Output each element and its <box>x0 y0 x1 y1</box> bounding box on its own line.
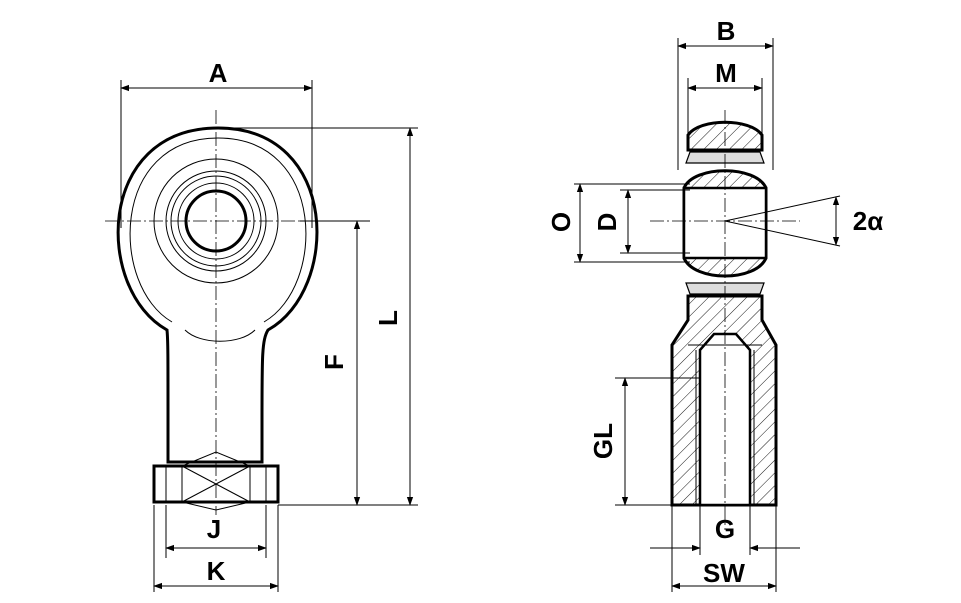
label-j: J <box>207 514 221 544</box>
label-a: A <box>209 58 228 88</box>
hex-nut <box>152 464 280 504</box>
label-d: D <box>592 213 622 232</box>
side-section-view: B M O D 2α GL G SW <box>546 16 883 592</box>
angle-ray-top <box>724 195 841 222</box>
front-view: A L F J K <box>105 58 418 592</box>
neck-curve <box>184 329 256 342</box>
label-angle: 2α <box>853 206 883 236</box>
label-b: B <box>717 16 736 46</box>
eye-inner-contour <box>129 137 307 323</box>
label-g: G <box>715 514 735 544</box>
label-m: M <box>715 58 737 88</box>
label-l: L <box>373 310 403 326</box>
label-f: F <box>319 354 349 370</box>
eye-outer-contour <box>116 126 319 464</box>
label-sw: SW <box>703 558 745 588</box>
label-o: O <box>546 212 576 232</box>
label-k: K <box>207 556 226 586</box>
label-gl: GL <box>588 423 618 459</box>
angle-ray-bottom <box>724 220 841 247</box>
